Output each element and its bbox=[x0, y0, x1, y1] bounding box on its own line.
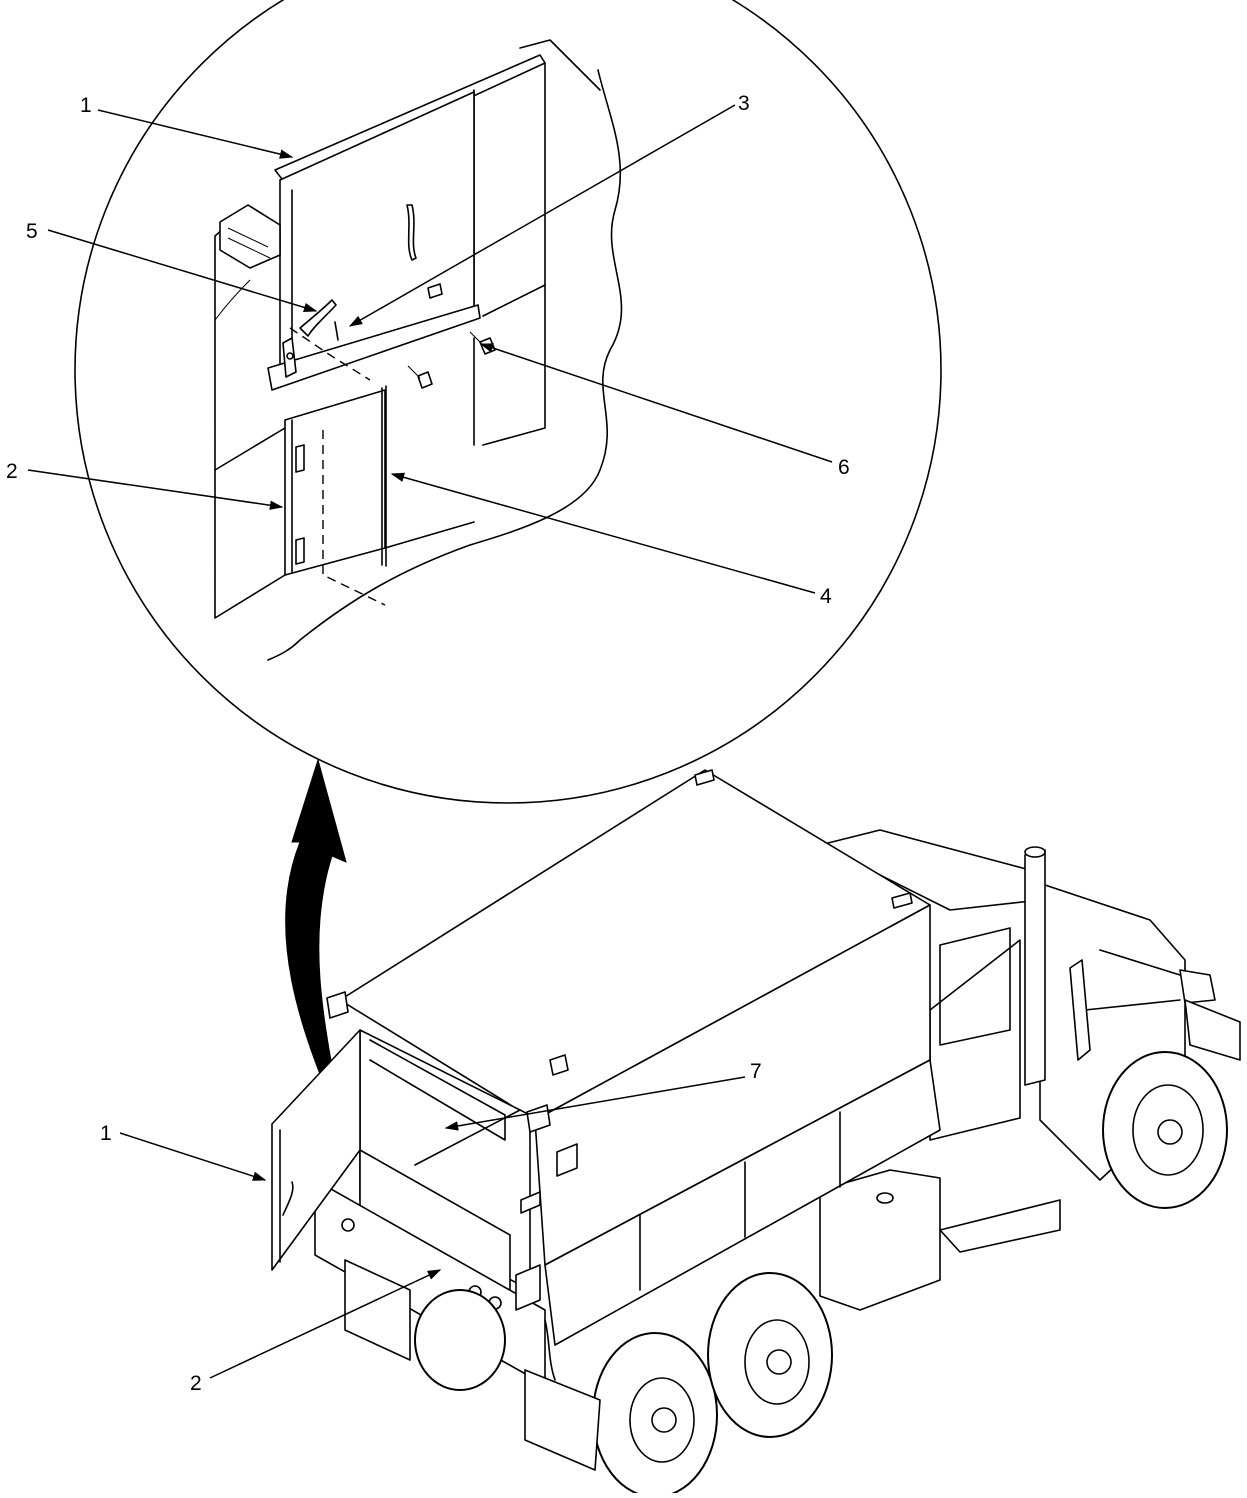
curved-arrow bbox=[285, 758, 347, 1119]
truck-view bbox=[271, 769, 1241, 1498]
leader-1-bottom bbox=[119, 1132, 267, 1181]
callout-2-bottom: 2 bbox=[190, 1372, 202, 1395]
callout-7: 7 bbox=[750, 1060, 762, 1083]
leader-3 bbox=[348, 104, 736, 327]
leader-2-bottom bbox=[209, 1269, 442, 1379]
callout-3: 3 bbox=[738, 92, 750, 115]
leader-5 bbox=[47, 229, 318, 313]
callout-4: 4 bbox=[820, 585, 832, 608]
leader-6 bbox=[479, 343, 833, 463]
detail-view bbox=[74, 0, 942, 804]
callout-2-top: 2 bbox=[6, 460, 18, 483]
callout-1-top: 1 bbox=[80, 94, 92, 117]
callout-1-bottom: 1 bbox=[100, 1122, 112, 1145]
callout-6: 6 bbox=[838, 456, 850, 479]
leader-1-top bbox=[97, 109, 294, 159]
leader-4 bbox=[390, 472, 816, 594]
callouts: 1 3 5 6 2 4 7 1 2 bbox=[6, 92, 850, 1395]
leader-7 bbox=[444, 1076, 746, 1131]
leader-lines bbox=[27, 104, 833, 1379]
detail-circle bbox=[74, 0, 942, 804]
leader-2-top bbox=[27, 469, 284, 510]
callout-5: 5 bbox=[26, 220, 38, 243]
